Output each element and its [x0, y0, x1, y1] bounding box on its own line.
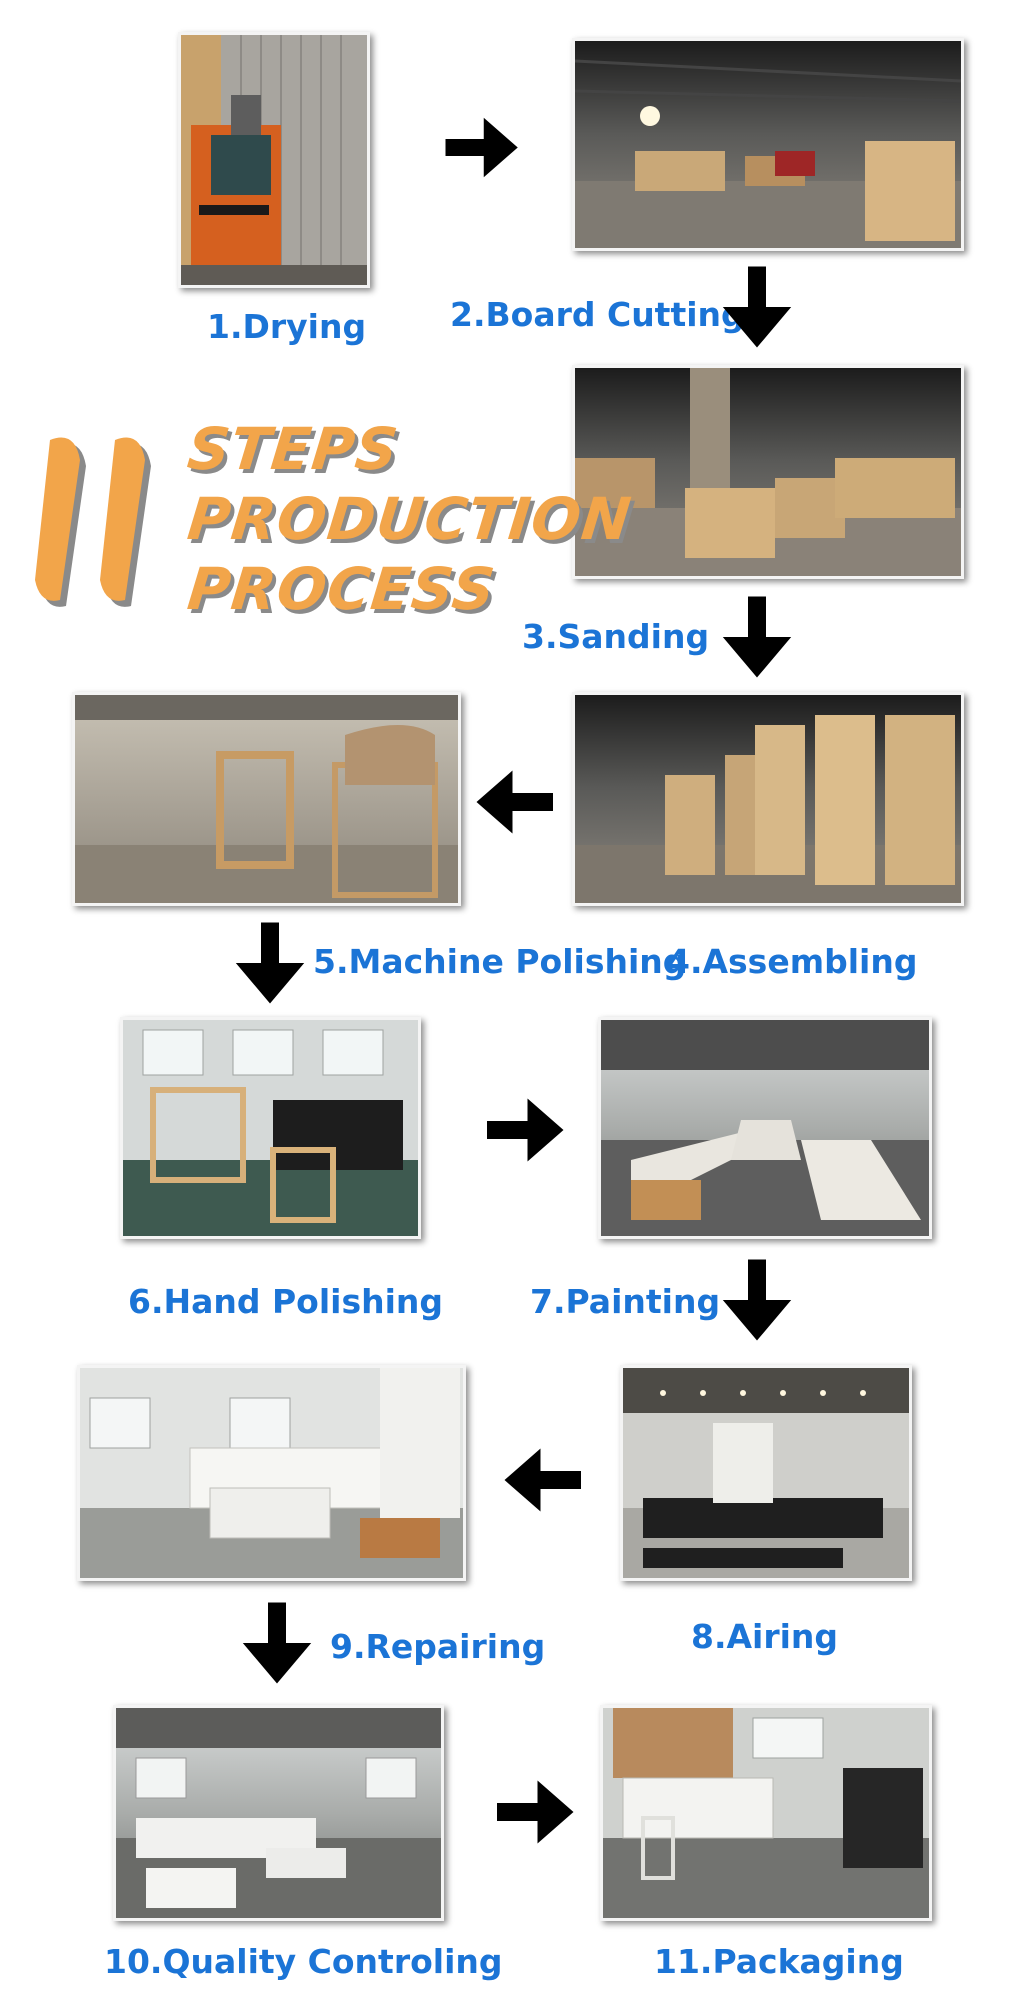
- photo-quality-controling: [113, 1705, 444, 1921]
- arrow-right-icon: [478, 1085, 568, 1175]
- photo-painting: [598, 1017, 932, 1239]
- caption-board-cutting: 2.Board Cutting: [450, 295, 745, 334]
- photo-packaging: [600, 1705, 932, 1921]
- caption-sanding: 3.Sanding: [522, 617, 710, 656]
- arrow-down-icon: [712, 1255, 802, 1345]
- photo-board-cutting: [572, 38, 964, 251]
- title-number: [30, 430, 180, 610]
- arrow-down-icon: [712, 262, 802, 352]
- title-line-2: PRODUCTION: [184, 485, 635, 553]
- caption-quality-controling: 10.Quality Controling: [104, 1942, 503, 1981]
- photo-hand-polishing: [120, 1017, 421, 1239]
- title-line-1: STEPS: [184, 415, 402, 483]
- title-line-3: PROCESS: [184, 555, 499, 623]
- caption-packaging: 11.Packaging: [654, 1942, 904, 1981]
- photo-assembling: [572, 692, 964, 906]
- arrow-down-icon: [232, 1598, 322, 1688]
- arrow-right-icon: [488, 1767, 578, 1857]
- caption-assembling: 4.Assembling: [667, 942, 918, 981]
- arrow-left-icon: [500, 1435, 590, 1525]
- arrow-down-icon: [225, 918, 315, 1008]
- arrow-right-icon: [437, 105, 522, 190]
- photo-sanding: [572, 365, 964, 579]
- caption-repairing: 9.Repairing: [330, 1627, 546, 1666]
- caption-drying: 1.Drying: [207, 307, 367, 346]
- caption-airing: 8.Airing: [691, 1617, 839, 1656]
- arrow-down-icon: [712, 592, 802, 682]
- arrow-left-icon: [472, 757, 562, 847]
- caption-painting: 7.Painting: [530, 1282, 721, 1321]
- photo-drying: [178, 32, 370, 288]
- caption-machine-polishing: 5.Machine Polishing: [313, 942, 687, 981]
- photo-airing: [620, 1365, 912, 1581]
- photo-repairing: [77, 1365, 466, 1581]
- photo-machine-polishing: [72, 692, 461, 906]
- caption-hand-polishing: 6.Hand Polishing: [128, 1282, 444, 1321]
